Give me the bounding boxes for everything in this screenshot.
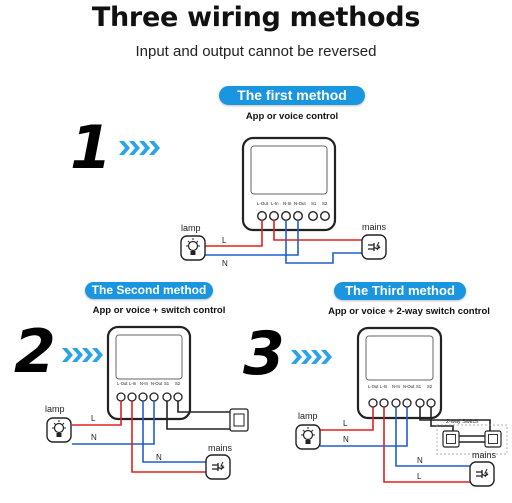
method-1-lamp-label: lamp (181, 223, 201, 233)
method-3-terminals (368, 398, 436, 408)
method-3-wire-L2-label: L (417, 472, 422, 481)
method-1-mains-label: mains (362, 222, 387, 232)
method-3-lamp-label: lamp (298, 411, 318, 421)
method-3-two-way-switch-icon (436, 424, 508, 455)
method-2-mains-label: mains (208, 443, 233, 453)
method-3-mains-label: mains (472, 450, 497, 460)
method-3-terminal-labels: L-Out L-In N-In N-Out S1 S2 (368, 384, 433, 389)
method-3-pill: The Third method (334, 282, 466, 300)
terminal-label: N-Out (151, 381, 163, 386)
method-2-wire-L-label: L (91, 414, 96, 423)
terminal-label: N-Out (403, 384, 415, 389)
terminal-label: S1 (164, 381, 170, 386)
terminal-label: L-In (129, 381, 137, 386)
terminal-label: L-Out (117, 381, 128, 386)
method-1-switch-module (241, 136, 337, 232)
method-3-switch-module (356, 326, 443, 420)
method-2-wall-switch-icon (229, 408, 249, 432)
terminal-label: N-In (283, 201, 292, 206)
method-3-arrows-icon (291, 350, 332, 364)
method-3-number: 3 (243, 319, 285, 389)
page-title: Three wiring methods (91, 2, 421, 33)
method-2-lamp-icon (46, 417, 72, 443)
method-3-mains-icon (469, 461, 495, 487)
method-3-wire-N2-label: N (417, 456, 423, 465)
method-1-terminal-labels: L-Out L-In N-In N-Out S1 S2 (257, 201, 328, 206)
method-1-caption: App or voice control (245, 111, 339, 122)
method-1-mains-icon (361, 234, 387, 260)
method-2-terminal-labels: L-Out L-In N-In N-Out S1 S2 (117, 381, 181, 386)
method-2-arrows-icon (62, 348, 103, 362)
method-2-wire-N-label: N (91, 433, 97, 442)
method-2-number: 2 (14, 317, 56, 387)
terminal-label: S2 (427, 384, 433, 389)
method-1-number: 1 (70, 113, 112, 183)
method-3-wire-L-label: L (343, 419, 348, 428)
method-1-lamp-icon (180, 235, 206, 261)
terminal-label: S1 (311, 201, 317, 206)
terminal-label: N-Out (294, 201, 306, 206)
terminal-label: N-In (392, 384, 401, 389)
method-3-wire-N-label: N (343, 435, 349, 444)
method-1-wire-N-label: N (222, 259, 228, 268)
method-3-caption: App or voice + 2-way switch control (328, 306, 490, 317)
method-2-wires (72, 401, 230, 473)
method-3-lamp-icon (295, 424, 321, 450)
method-2-terminals (116, 392, 183, 402)
terminal-label: N-In (140, 381, 149, 386)
method-3-wires (320, 407, 491, 483)
terminal-label: S2 (175, 381, 181, 386)
terminal-label: L-Out (257, 201, 269, 206)
method-1-wires (205, 220, 362, 264)
terminal-label: L-Out (368, 384, 379, 389)
method-1-wire-L-label: L (222, 236, 227, 245)
terminal-label: L-In (380, 384, 388, 389)
page-subtitle: Input and output cannot be reversed (135, 43, 377, 60)
terminal-label: S1 (416, 384, 422, 389)
method-1-arrows-icon (119, 141, 160, 155)
method-2-caption: App or voice + switch control (92, 305, 226, 316)
terminal-label: S2 (322, 201, 328, 206)
method-1-terminals (257, 210, 331, 221)
method-3-switch-label: 2-way Switch (446, 419, 478, 425)
method-2-lamp-label: lamp (45, 404, 65, 414)
method-2-mains-icon (205, 454, 231, 480)
method-2-pill: The Second method (85, 282, 213, 299)
terminal-label: L-In (271, 201, 279, 206)
method-1-pill: The first method (219, 86, 365, 105)
method-2-wire-N2-label: N (156, 453, 162, 462)
